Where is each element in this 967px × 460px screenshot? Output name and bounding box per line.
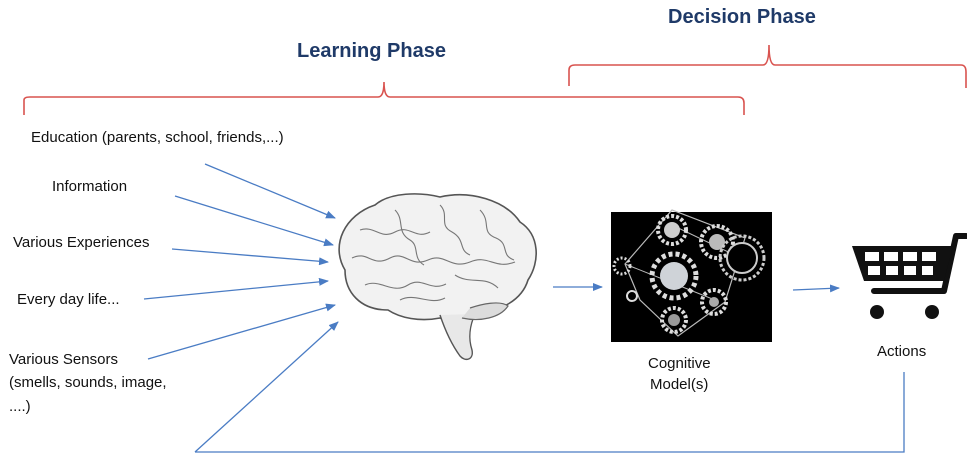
arrow-model-to-actions (792, 284, 840, 293)
shopping-cart-icon (852, 233, 967, 319)
learning-phase-bracket (23, 81, 745, 115)
arrow-experiences (171, 248, 329, 266)
arrow-information (174, 195, 334, 247)
actions-label: Actions (877, 343, 927, 360)
arrow-education (204, 163, 336, 219)
input-experiences-label: Various Experiences (13, 234, 150, 251)
feedback-loop-line (195, 372, 905, 453)
learning-phase-title: Learning Phase (297, 40, 446, 62)
input-everyday-label: Every day life... (17, 291, 120, 308)
gears-icon (611, 209, 772, 342)
input-education-label: Education (parents, school, friends,...) (31, 129, 284, 146)
input-information-label: Information (52, 178, 128, 195)
brain-icon (338, 193, 537, 361)
arrow-everyday (143, 277, 329, 300)
decision-phase-title: Decision Phase (668, 6, 816, 28)
model-label-line1: Cognitive (648, 355, 711, 372)
input-sensors-label-line2: (smells, sounds, image, (9, 374, 167, 391)
arrow-sensors (147, 303, 336, 360)
input-sensors-label-line3: ....) (9, 398, 31, 415)
input-sensors-label-line1: Various Sensors (9, 351, 118, 368)
model-label-line2: Model(s) (650, 376, 709, 393)
feedback-arrow (194, 321, 339, 453)
decision-phase-bracket (568, 44, 967, 88)
